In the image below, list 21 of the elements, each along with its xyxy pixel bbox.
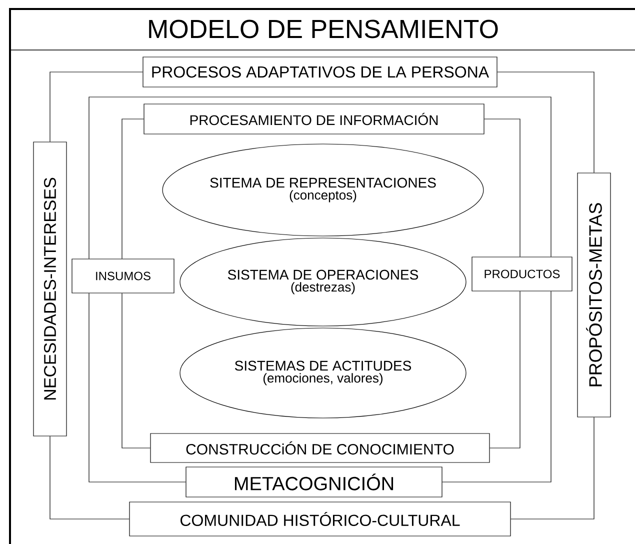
process-box: PROCESAMIENTO DE INFORMACIÓN — [144, 104, 484, 134]
output-box: PRODUCTOS — [472, 256, 572, 292]
process-box: COMUNIDAD HISTÓRICO-CULTURAL — [129, 502, 511, 536]
connector-line — [88, 293, 186, 482]
vertical-box: NECESIDADES-INTERESES — [33, 142, 67, 436]
title: MODELO DE PENSAMIENTO — [149, 20, 498, 38]
connector-line — [50, 436, 130, 520]
connector-line — [497, 72, 594, 173]
connector-line — [50, 72, 143, 142]
process-box: METACOGNICIÓN — [186, 466, 442, 498]
process-box: CONSTRUCCiÓN DE CONOCIMIENTO — [150, 433, 490, 463]
connector-line — [122, 118, 144, 259]
vertical-box: PROPÓSITOS-METAS — [577, 172, 611, 418]
connector-line — [122, 293, 150, 448]
connector-line — [88, 96, 552, 259]
connector-line — [442, 291, 552, 482]
connector-line — [484, 118, 520, 257]
connector-line — [510, 417, 594, 520]
connector-line — [490, 291, 520, 448]
input-box: INSUMOS — [72, 258, 174, 294]
process-box: PROCESOS ADAPTATIVOS DE LA PERSONA — [142, 56, 498, 88]
